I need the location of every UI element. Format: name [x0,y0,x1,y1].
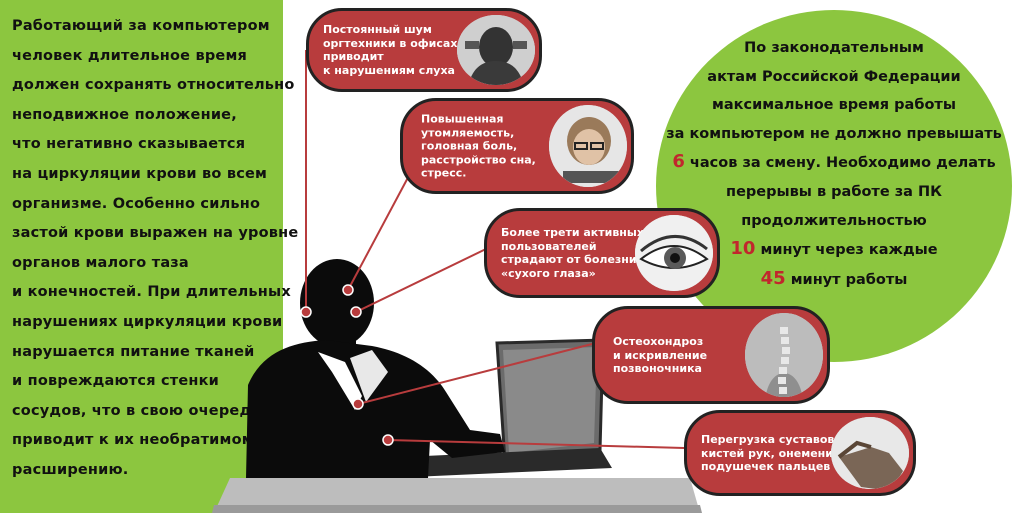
fatigue-bubble: Повышенная утомляемость, головная боль, … [400,98,634,194]
hands-bubble: Перегрузка суставов кистей рук, онемение… [684,410,916,496]
tired-woman-photo [549,105,627,187]
circle-line: 6 часов за смену. Необходимо делать [672,151,996,173]
left-line: и конечностей. При длительных [12,284,291,301]
hand-marker [382,434,394,446]
left-line: расширению. [12,461,129,478]
left-line: что негативно сказывается [12,136,246,153]
dry-eye-bubble: Более трети активных пользователей страд… [484,208,720,298]
head-marker [342,284,354,296]
noise-text: Постоянный шум оргтехники в офисах приво… [323,23,458,77]
spine-xray-photo [745,313,823,397]
left-line: на циркуляции крови во всем [12,165,268,182]
legal-info-text: По законодательным актам Российской Феде… [656,34,1012,294]
left-line: приводит к их необратимому [12,432,264,449]
left-line: нарушениях циркуляции крови [12,313,283,330]
covered-ears-photo [457,15,535,85]
desk [214,478,700,513]
eye-photo [635,215,713,291]
left-info-panel [0,0,283,513]
hands-text: Перегрузка суставов кистей рук, онемение… [701,432,841,473]
left-line: неподвижное положение, [12,106,237,123]
fatigue-text: Повышенная утомляемость, головная боль, … [421,112,536,180]
circle-line: 45 минут работы [760,267,908,289]
spine-marker [352,398,364,410]
left-info-text: Работающий за компьютером человек длител… [12,12,299,486]
ear-marker [300,306,312,318]
circle-line: продолжительностью [741,212,927,229]
hand-photo [831,417,909,489]
left-line: должен сохранять относительно [12,77,295,94]
hours-value: 6 [672,151,685,173]
laptop-base [380,448,612,478]
circle-line: По законодательным [744,40,924,56]
person-silhouette [246,259,505,478]
left-line: и повреждаются стенки [12,373,220,390]
circle-line: за компьютером не должно превышать [666,125,1002,142]
left-line: организме. Особенно сильно [12,195,261,212]
legal-info-circle [656,10,1012,362]
work-minutes-value: 45 [760,267,786,289]
circle-line: перерывы в работе за ПК [726,183,942,200]
circle-line: максимальное время работы [712,97,956,114]
left-line: сосудов, что в свою очередь [12,402,261,419]
circle-line: актам Российской Федерации [707,68,961,85]
noise-bubble: Постоянный шум оргтехники в офисах приво… [306,8,542,92]
circle-line: 10 минут через каждые [730,238,938,260]
spine-bubble: Остеохондроз и искривление позвоночника [592,306,830,404]
left-line: человек длительное время [12,47,248,64]
eye-marker [350,306,362,318]
left-line: Работающий за компьютером [12,18,270,34]
left-line: нарушается питание тканей [12,343,255,360]
left-line: застой крови выражен на уровне [12,225,299,242]
dry-eye-text: Более трети активных пользователей страд… [501,226,644,280]
connector-lines [305,50,685,449]
spine-text: Остеохондроз и искривление позвоночника [613,334,708,375]
break-minutes-value: 10 [730,238,756,260]
left-line: органов малого таза [12,254,189,271]
